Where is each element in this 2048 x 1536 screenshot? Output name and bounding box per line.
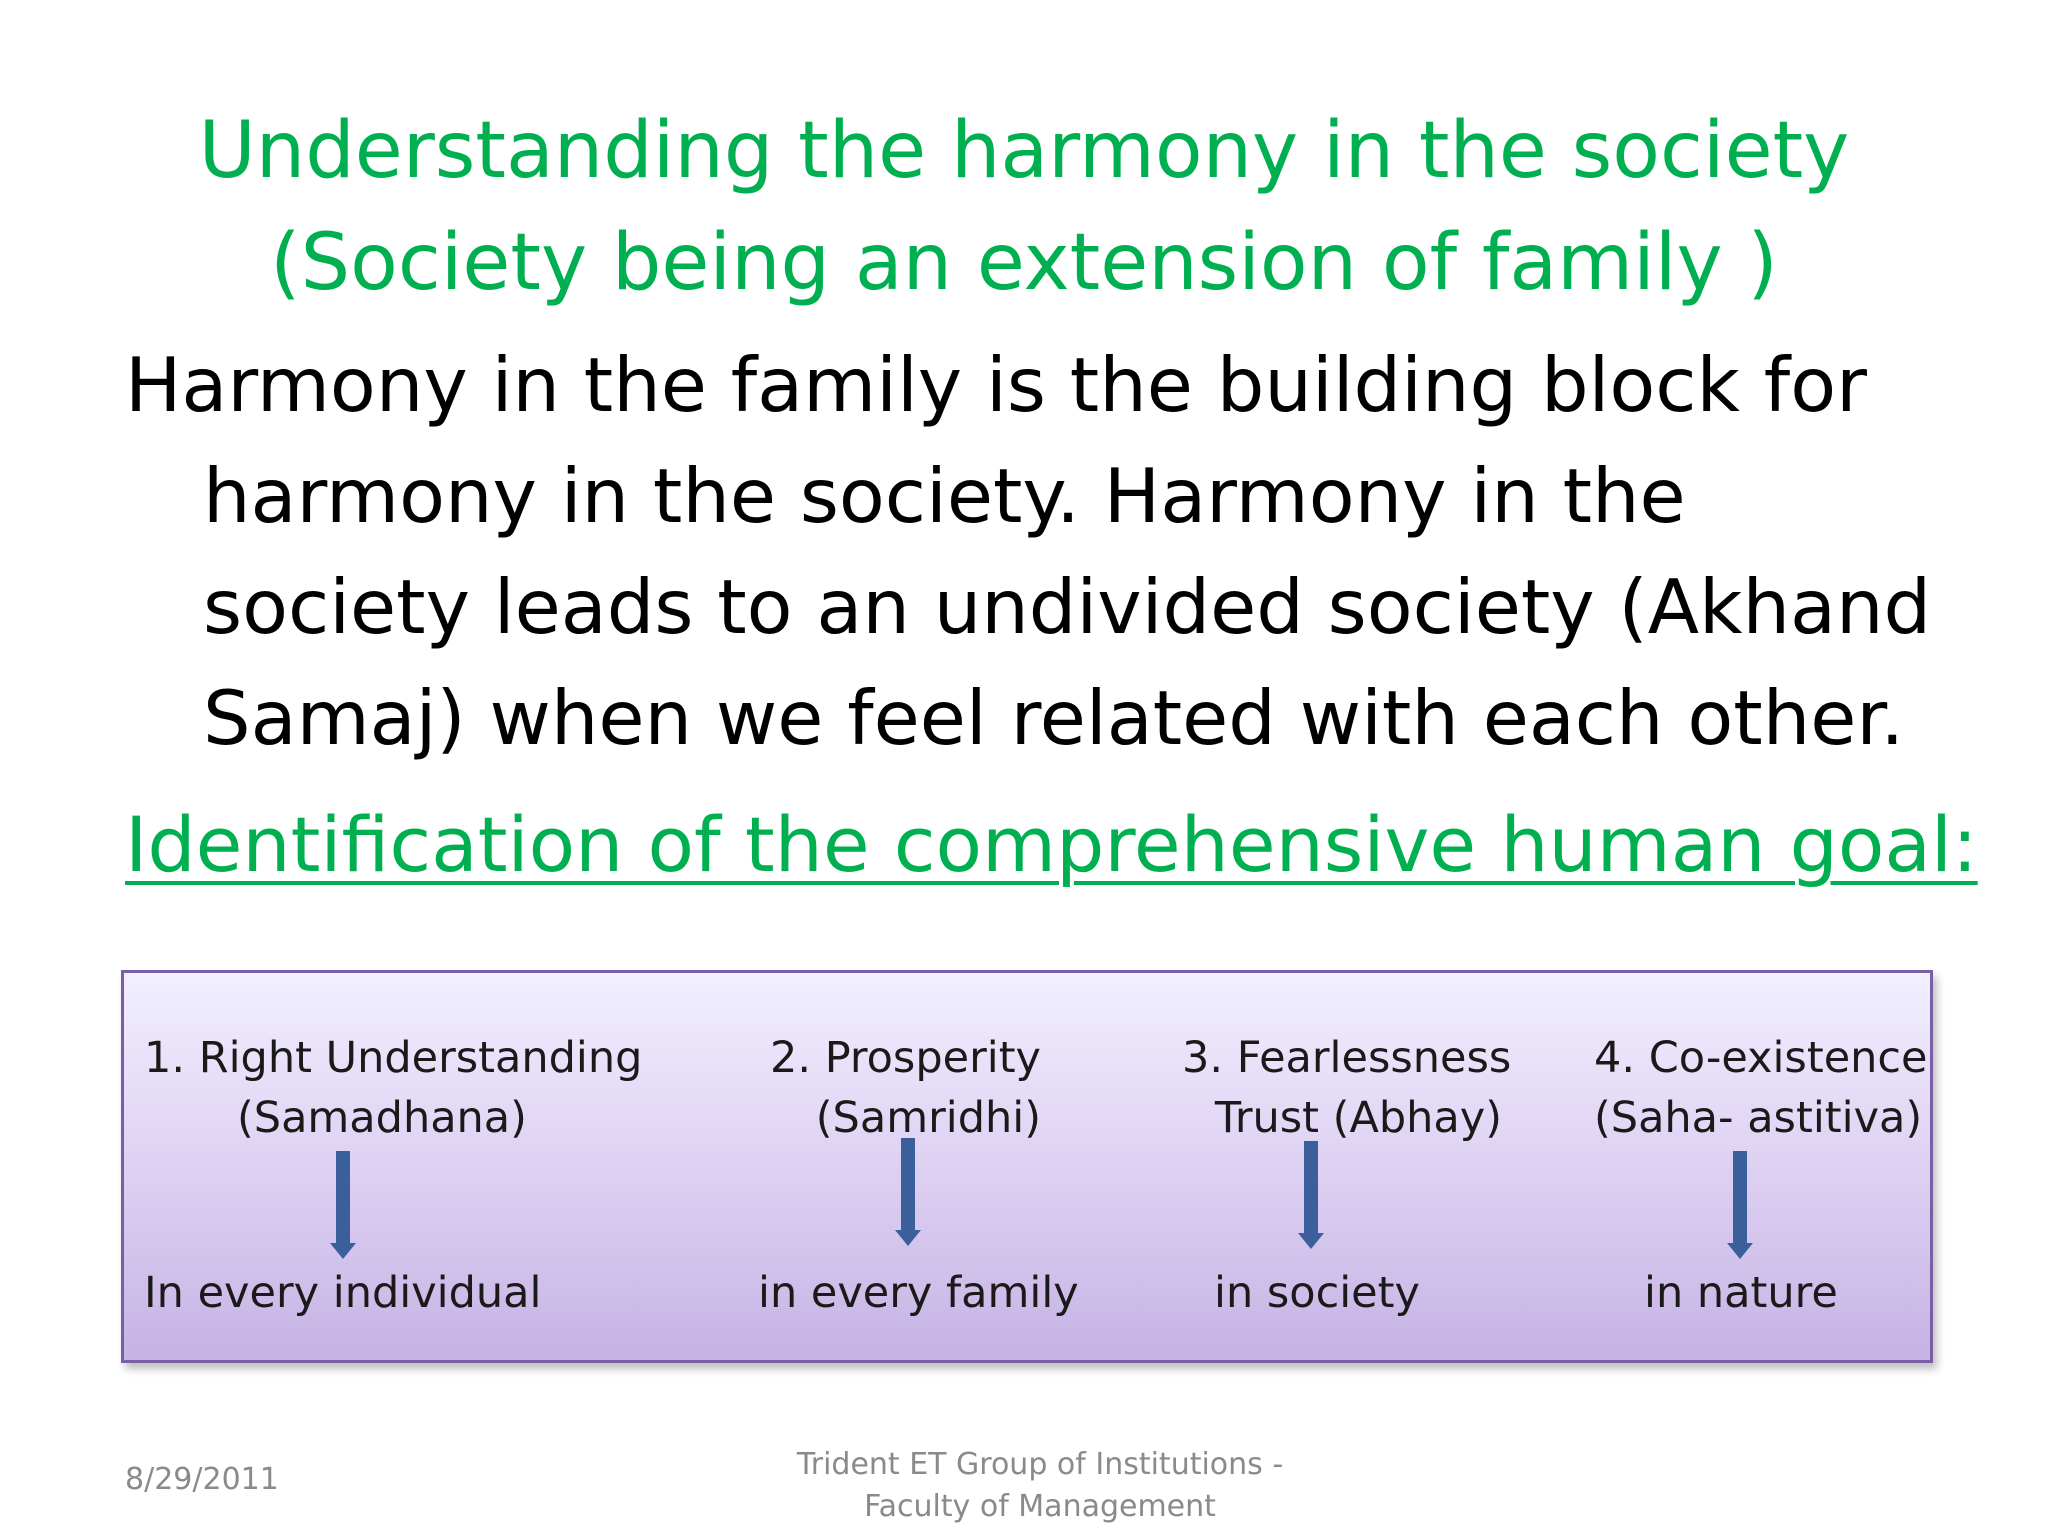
goal-3: 3. Fearlessness Trust (Abhay) — [1182, 1028, 1512, 1148]
body-line: society leads to an undivided society (A… — [203, 563, 1932, 651]
goal-3-title: 3. Fearlessness — [1182, 1033, 1512, 1083]
goal-2-title: 2. Prosperity — [770, 1033, 1041, 1083]
goal-1-title: 1. Right Understanding — [144, 1033, 643, 1083]
goal-subheading: Identification of the comprehensive huma… — [125, 800, 1978, 889]
goal-2-scope: in every family — [758, 1268, 1079, 1318]
down-arrow-icon — [1727, 1151, 1753, 1259]
slide-title: Understanding the harmony in the society… — [0, 95, 2048, 319]
goal-3-scope: in society — [1214, 1268, 1420, 1318]
body-line: harmony in the society. Harmony in the — [203, 452, 1686, 540]
goal-2-subtitle: (Samridhi) — [815, 1093, 1041, 1143]
footer-org-line-2: Faculty of Management — [864, 1489, 1216, 1524]
body-line: Harmony in the family is the building bl… — [125, 341, 1867, 429]
goal-4-scope: in nature — [1644, 1268, 1838, 1318]
title-line-1: Understanding the harmony in the society — [198, 106, 1850, 196]
goal-4-title: 4. Co-existence — [1594, 1033, 1928, 1083]
title-line-2: (Society being an extension of family ) — [270, 218, 1778, 308]
footer-org-line-1: Trident ET Group of Institutions - — [796, 1447, 1284, 1482]
goals-box: 1. Right Understanding (Samadhana) In ev… — [121, 970, 1933, 1363]
footer-date: 8/29/2011 — [125, 1462, 279, 1497]
goal-1-scope: In every individual — [144, 1268, 542, 1318]
down-arrow-icon — [895, 1138, 921, 1246]
goal-1-subtitle: (Samadhana) — [237, 1093, 527, 1143]
body-paragraph: Harmony in the family is the building bl… — [125, 330, 1975, 774]
down-arrow-icon — [1298, 1141, 1324, 1249]
goal-4-subtitle: (Saha- astitiva) — [1594, 1093, 1923, 1143]
goal-2: 2. Prosperity (Samridhi) — [766, 1028, 1041, 1148]
footer-organization: Trident ET Group of Institutions - Facul… — [780, 1444, 1300, 1528]
down-arrow-icon — [330, 1151, 356, 1259]
body-line: Samaj) when we feel related with each ot… — [203, 674, 1905, 762]
goal-1: 1. Right Understanding (Samadhana) — [144, 1028, 642, 1148]
goal-3-subtitle: Trust (Abhay) — [1214, 1093, 1502, 1143]
goal-4: 4. Co-existence (Saha- astitiva) — [1594, 1028, 1928, 1148]
